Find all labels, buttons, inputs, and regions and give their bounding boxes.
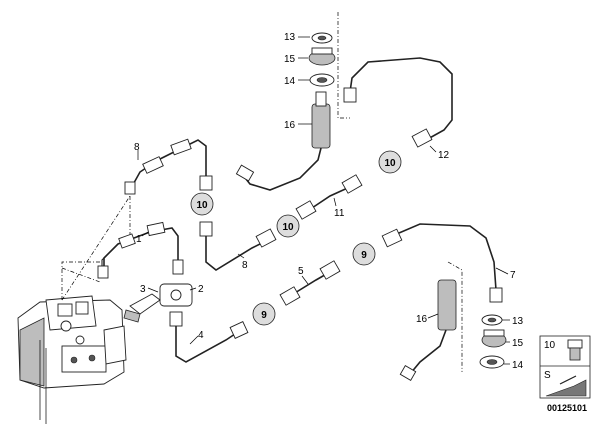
callout-circle-10-b: 10: [276, 214, 300, 238]
label-13-upper: 13: [284, 32, 296, 43]
label-14-upper: 14: [284, 76, 296, 87]
label-3: 3: [140, 284, 146, 295]
label-13-lower: 13: [512, 316, 524, 327]
brake-line-1: [97, 221, 184, 279]
brake-hose-16-lower: [399, 279, 457, 381]
brake-line-9: [199, 221, 277, 271]
pressure-valve: [123, 283, 193, 323]
label-7: 7: [510, 270, 516, 281]
label-8-lower: 8: [242, 260, 248, 271]
brake-line-4: [169, 311, 249, 363]
label-11: 11: [334, 208, 345, 219]
callout-circle-10-a: 10: [190, 192, 214, 216]
label-15-lower: 15: [512, 338, 524, 349]
svg-text:9: 9: [361, 250, 367, 261]
label-1: 1: [136, 234, 142, 245]
brake-hose-16-upper: [235, 91, 331, 191]
mount-washers-lower: [479, 314, 507, 369]
hydraulic-unit-drawing: [17, 295, 127, 424]
legend-wedge-icon: [545, 375, 587, 397]
label-4: 4: [198, 330, 204, 341]
label-12: 12: [438, 150, 450, 161]
label-14-lower: 14: [512, 360, 524, 371]
legend-box: 10 S: [539, 335, 591, 399]
mount-washers-upper: [308, 32, 336, 87]
brake-line-12: [343, 57, 453, 148]
label-15-upper: 15: [284, 54, 296, 65]
svg-text:10: 10: [282, 222, 294, 233]
svg-text:10: 10: [196, 200, 208, 211]
label-8-upper: 8: [134, 142, 140, 153]
svg-text:9: 9: [261, 310, 267, 321]
legend-fitting-icon: [567, 339, 583, 361]
brake-line-8-upper: [124, 138, 213, 195]
label-5: 5: [298, 266, 304, 277]
svg-text:10: 10: [384, 158, 396, 169]
label-16-upper: 16: [284, 120, 296, 131]
label-2: 2: [198, 284, 204, 295]
label-16-lower: 16: [416, 314, 428, 325]
callout-circle-9-b: 9: [252, 302, 276, 326]
legend-item-10: 10: [544, 340, 556, 351]
brake-line-11: [295, 174, 363, 220]
brake-line-7: [381, 223, 503, 303]
diagram-id: 00125101: [547, 403, 587, 413]
callout-circle-9-a: 9: [352, 242, 376, 266]
legend-item-s: S: [544, 370, 551, 381]
callout-circle-10-c: 10: [378, 150, 402, 174]
brake-line-5: [279, 260, 341, 306]
